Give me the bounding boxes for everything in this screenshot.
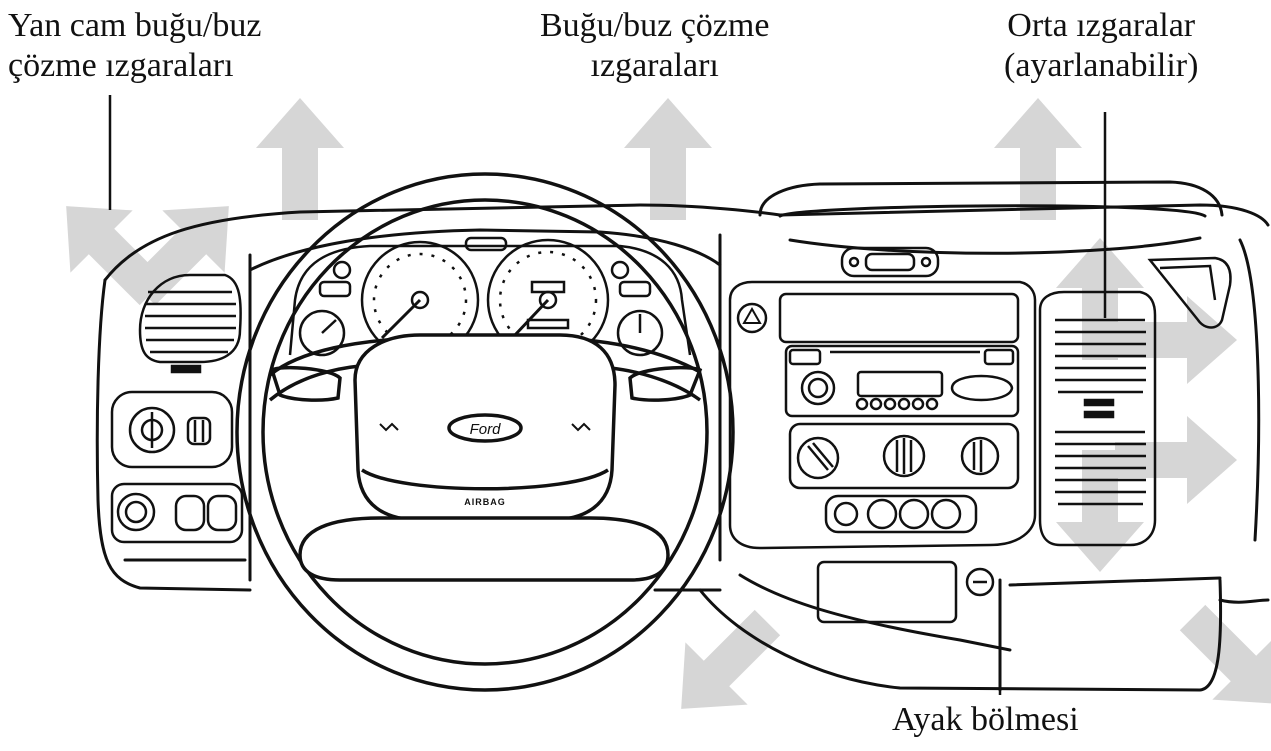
radio-seek-button-icon: [950, 374, 1014, 402]
ford-logo-icon: [447, 413, 523, 443]
glove-box: [816, 560, 995, 624]
left-side-vent: [138, 273, 242, 374]
left-lower-buttons: [110, 482, 244, 544]
hazard-button-icon: [736, 302, 768, 334]
defrost-vents-label-line2: ızgaraları: [590, 47, 719, 84]
center-vents-label-line1: Orta ızgaralar: [1007, 7, 1196, 44]
side-vents-label: Yan cam buğu/buz çözme ızgaraları: [8, 6, 261, 86]
fuel-gauge-icon: [616, 309, 664, 357]
defrost-arrow-center-icon: [624, 98, 712, 220]
center-vents: [1038, 112, 1157, 547]
console-lower-switches: [824, 494, 978, 534]
center-console: [728, 280, 1037, 550]
footwell-label: Ayak bölmesi: [892, 701, 1079, 738]
airflow-arrows: [35, 98, 1271, 740]
right-side-vent: [1147, 256, 1232, 329]
airbag-label: AIRBAG: [464, 497, 506, 507]
center-vents-label-line2: (ayarlanabilir): [1004, 47, 1199, 84]
side-vents-label-line2: çözme ızgaraları: [8, 47, 234, 84]
center-top-module: [840, 246, 940, 278]
dashboard-outline: [95, 180, 1270, 692]
temperature-knob-icon: [796, 436, 840, 480]
side-vents-label-line1: Yan cam buğu/buz: [8, 7, 262, 44]
volume-knob-icon: [800, 370, 836, 406]
defrost-arrow-left-icon: [256, 98, 344, 220]
temperature-gauge-icon: [298, 309, 346, 357]
defrost-vents-label: Buğu/buz çözme ızgaraları: [540, 6, 769, 86]
airflow-knob-icon: [960, 436, 1000, 476]
radio-unit: [784, 344, 1020, 418]
fan-knob-icon: [882, 434, 926, 478]
headlight-switch: [110, 390, 234, 469]
climate-controls: [788, 422, 1020, 490]
steering-wheel: [235, 172, 735, 692]
defrost-arrow-right-icon: [994, 98, 1082, 220]
ford-logo-text: Ford: [470, 421, 502, 438]
center-vents-label: Orta ızgaralar (ayarlanabilir): [1004, 6, 1198, 86]
defrost-vents-label-line1: Buğu/buz çözme: [540, 7, 770, 44]
radio-display: [856, 370, 944, 398]
center-arrow-right-icon: [1115, 296, 1237, 384]
